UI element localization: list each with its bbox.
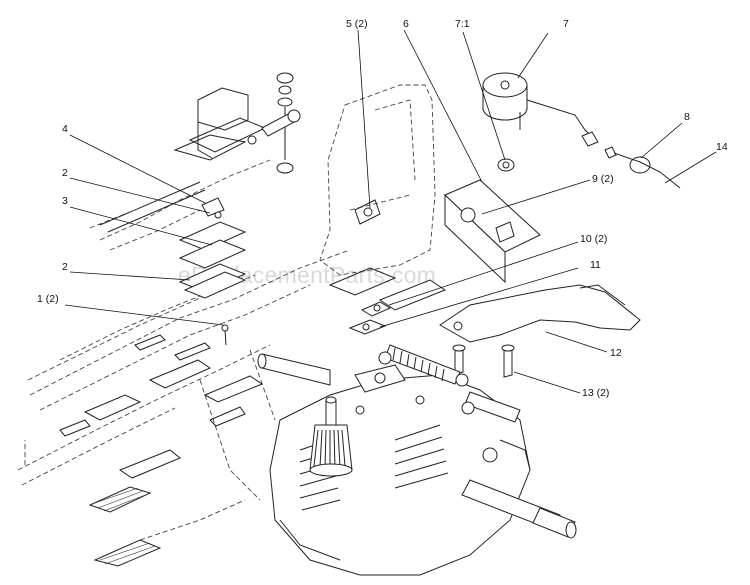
plate-12 <box>439 284 641 343</box>
callout-10: 10 (2) <box>580 233 607 245</box>
bolts-13 <box>452 344 515 378</box>
callout-14: 14 <box>716 141 728 153</box>
callout-1: 1 (2) <box>37 293 59 305</box>
center-mount-plate <box>319 84 447 311</box>
callout-3: 3 <box>62 195 68 207</box>
leader-lines <box>64 29 717 394</box>
callout-7: 7 <box>563 18 569 30</box>
transaxle <box>257 344 577 576</box>
callout-9: 9 (2) <box>592 173 614 185</box>
callout-11: 11 <box>590 259 601 271</box>
callout-6: 6 <box>403 18 409 30</box>
parts-10-11 <box>348 301 392 335</box>
part-8-harness <box>604 146 681 189</box>
callout-4: 4 <box>62 123 68 135</box>
callout-8: 8 <box>684 111 690 123</box>
callout-13: 13 (2) <box>582 387 609 399</box>
callout-2-upper: 2 <box>62 167 68 179</box>
callout-12: 12 <box>610 347 622 359</box>
callout-5: 5 (2) <box>346 18 368 30</box>
callout-2-lower: 2 <box>62 261 68 273</box>
bracket-6 <box>444 179 541 284</box>
upper-left-brackets <box>99 72 301 346</box>
callout-labels: 1 (2) 2 2 3 4 5 (2) 6 7:1 7 8 9 (2) 10 (… <box>37 18 728 399</box>
callout-7-1: 7:1 <box>455 18 470 30</box>
part-7-switch <box>460 72 599 223</box>
